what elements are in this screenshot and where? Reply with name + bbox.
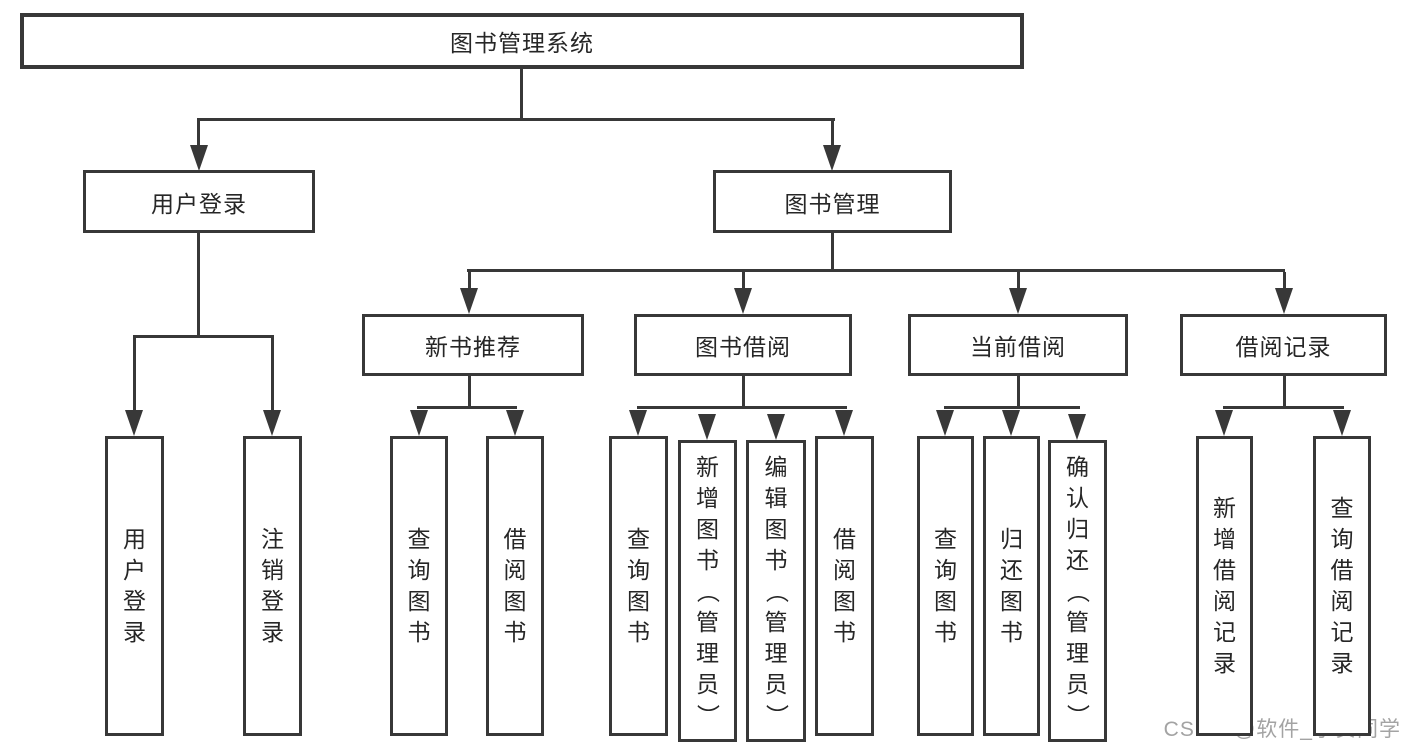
node-label: 查询图书: [627, 526, 650, 645]
node-leaf-query-borrow-record: 查询借阅记录: [1313, 436, 1371, 736]
node-borrowing-records: 借阅记录: [1180, 314, 1387, 376]
arrowhead-down-icon: [263, 410, 281, 436]
arrowhead-down-icon: [823, 145, 841, 171]
connector-line: [271, 338, 274, 412]
connector-line: [1017, 376, 1020, 409]
connector-line: [1283, 376, 1286, 409]
arrowhead-down-icon: [506, 410, 524, 436]
arrowhead-down-icon: [1333, 410, 1351, 436]
node-leaf-query-books-1: 查询图书: [390, 436, 448, 736]
arrowhead-down-icon: [1215, 410, 1233, 436]
node-leaf-add-borrow-record: 新增借阅记录: [1196, 436, 1253, 736]
node-label: 确认归还（管理员）: [1065, 453, 1091, 727]
node-leaf-borrow-books-1: 借阅图书: [486, 436, 544, 736]
arrowhead-down-icon: [1275, 288, 1293, 314]
node-label: 查询图书: [934, 526, 957, 645]
arrowhead-down-icon: [1009, 288, 1027, 314]
node-label: 图书借阅: [695, 334, 791, 360]
node-label: 新书推荐: [425, 334, 521, 360]
node-root: 图书管理系统: [20, 13, 1024, 69]
node-leaf-return-books: 归还图书: [983, 436, 1040, 736]
node-book-management: 图书管理: [713, 170, 952, 233]
connector-line: [197, 121, 200, 147]
node-book-borrowing: 图书借阅: [634, 314, 852, 376]
node-label: 当前借阅: [970, 334, 1066, 360]
node-label: 借阅图书: [833, 526, 856, 645]
node-user-login: 用户登录: [83, 170, 315, 233]
arrowhead-down-icon: [410, 410, 428, 436]
node-leaf-add-books-admin: 新增图书（管理员）: [678, 440, 737, 742]
arrowhead-down-icon: [767, 414, 785, 440]
node-label: 编辑图书（管理员）: [763, 453, 790, 727]
arrowhead-down-icon: [698, 414, 716, 440]
node-leaf-edit-books-admin: 编辑图书（管理员）: [746, 440, 806, 742]
arrowhead-down-icon: [190, 145, 208, 171]
node-leaf-query-books-3: 查询图书: [917, 436, 974, 736]
arrowhead-down-icon: [835, 410, 853, 436]
node-label: 用户登录: [123, 526, 146, 645]
connector-line: [133, 338, 136, 412]
arrowhead-down-icon: [936, 410, 954, 436]
node-leaf-logout: 注销登录: [243, 436, 302, 736]
connector-line: [1223, 406, 1344, 409]
node-label: 借阅记录: [1235, 334, 1332, 360]
connector-line: [944, 406, 1080, 409]
connector-line: [197, 118, 835, 121]
node-label: 注销登录: [261, 526, 284, 645]
connector-line: [417, 406, 517, 409]
node-label: 图书管理系统: [450, 30, 594, 56]
connector-line: [1017, 272, 1020, 290]
connector-line: [742, 272, 745, 290]
node-label: 借阅图书: [503, 526, 527, 645]
connector-line: [742, 376, 745, 409]
node-leaf-query-books-2: 查询图书: [609, 436, 668, 736]
connector-line: [468, 272, 471, 290]
arrowhead-down-icon: [460, 288, 478, 314]
node-new-book-recommend: 新书推荐: [362, 314, 584, 376]
node-label: 用户登录: [151, 190, 247, 217]
connector-line: [831, 121, 834, 147]
node-current-borrowing: 当前借阅: [908, 314, 1128, 376]
connector-line: [468, 376, 471, 409]
arrowhead-down-icon: [1002, 410, 1020, 436]
connector-line: [1283, 272, 1286, 290]
arrowhead-down-icon: [1068, 414, 1086, 440]
arrowhead-down-icon: [734, 288, 752, 314]
node-leaf-borrow-books-2: 借阅图书: [815, 436, 874, 736]
node-label: 新增图书（管理员）: [695, 453, 721, 727]
node-label: 归还图书: [1000, 526, 1023, 645]
connector-line: [637, 406, 847, 409]
node-leaf-confirm-return-admin: 确认归还（管理员）: [1048, 440, 1107, 742]
node-label: 查询图书: [407, 526, 431, 645]
connector-line: [520, 69, 523, 121]
node-leaf-user-login: 用户登录: [105, 436, 164, 736]
connector-line: [133, 335, 274, 338]
arrowhead-down-icon: [125, 410, 143, 436]
node-label: 新增借阅记录: [1213, 495, 1236, 676]
connector-line: [197, 233, 200, 338]
arrowhead-down-icon: [629, 410, 647, 436]
connector-line: [467, 269, 1285, 272]
node-label: 查询借阅记录: [1330, 495, 1354, 676]
connector-line: [831, 233, 834, 271]
node-label: 图书管理: [784, 190, 881, 217]
